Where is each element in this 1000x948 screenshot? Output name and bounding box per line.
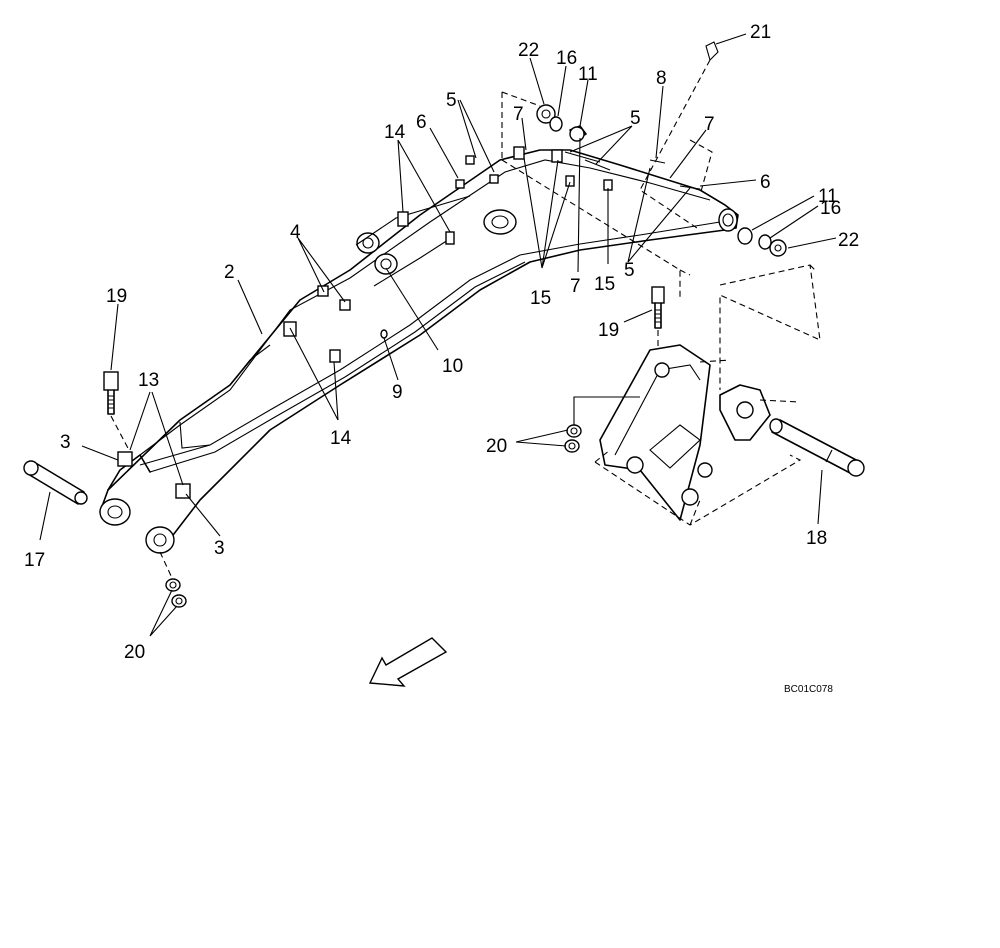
bushings-top [536, 41, 787, 257]
boom-arm [99, 146, 739, 554]
callout-5-bottom: 5 [624, 260, 635, 281]
nuts-20-left [159, 551, 187, 608]
callout-14-bottom: 14 [330, 428, 352, 449]
bolt-19-right [651, 286, 665, 350]
callout-7-bottom: 7 [570, 276, 581, 297]
arm-bracket [594, 344, 802, 526]
callout-6-right: 6 [760, 172, 771, 193]
callout-7-top-left: 7 [513, 104, 524, 125]
pin-18 [769, 418, 865, 477]
callout-21: 21 [750, 22, 771, 43]
callout-16-top: 16 [556, 48, 577, 69]
callout-11-top: 11 [578, 64, 598, 85]
callout-labels: 22 16 11 21 8 7 7 5 5 6 14 6 11 16 22 4 … [24, 22, 859, 695]
callout-13: 13 [138, 370, 159, 391]
callout-15-right: 15 [594, 274, 615, 295]
callout-20-left: 20 [124, 642, 145, 663]
callout-19-left: 19 [106, 286, 127, 307]
callout-16-right: 16 [820, 198, 841, 219]
callout-2: 2 [224, 262, 235, 283]
leader-lines [39, 33, 837, 637]
callout-7-top-right: 7 [704, 114, 715, 135]
callout-5-top-right: 5 [630, 108, 641, 129]
callout-20-right: 20 [486, 436, 507, 457]
callout-19-right: 19 [598, 320, 619, 341]
phantom-lines [501, 59, 821, 390]
callout-10: 10 [442, 356, 463, 377]
nuts-20-right [564, 396, 640, 453]
callout-18: 18 [806, 528, 827, 549]
callout-5-top-left: 5 [446, 90, 457, 111]
pin-17 [23, 460, 88, 505]
callout-3-bottom: 3 [214, 538, 225, 559]
callout-17: 17 [24, 550, 45, 571]
callout-14-top: 14 [384, 122, 406, 143]
drawing-code: BC01C078 [784, 684, 833, 695]
bolt-19-left [103, 371, 131, 453]
callout-9: 9 [392, 382, 403, 403]
callout-11-right: 11 [818, 186, 838, 207]
direction-arrow-icon [368, 637, 448, 687]
callout-22-top: 22 [518, 40, 539, 61]
callout-6-top: 6 [416, 112, 427, 133]
callout-8: 8 [656, 68, 667, 89]
callout-15-left: 15 [530, 288, 551, 309]
callout-22-right: 22 [838, 230, 859, 251]
callout-4: 4 [290, 222, 301, 243]
callout-3-left: 3 [60, 432, 71, 453]
